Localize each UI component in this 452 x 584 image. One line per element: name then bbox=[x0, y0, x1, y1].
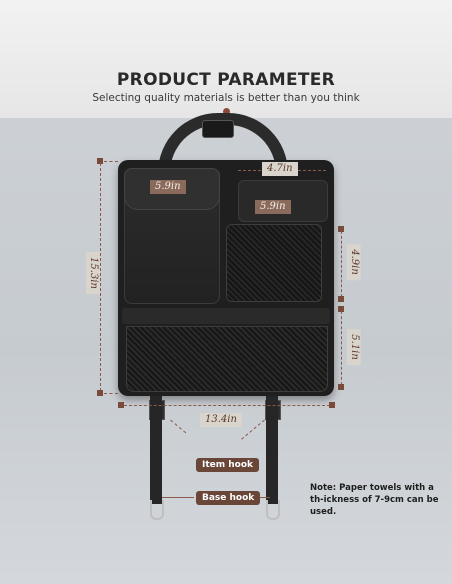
dim-bottom-top-dot bbox=[338, 306, 344, 312]
item-hook-leader-left bbox=[170, 419, 187, 434]
dim-mesh-top-dot bbox=[338, 226, 344, 232]
dim-mesh-label: 4.9in bbox=[346, 244, 361, 280]
right-mesh-pocket bbox=[226, 224, 322, 302]
base-hook-label: Base hook bbox=[196, 491, 261, 505]
dim-height-line bbox=[100, 163, 101, 391]
left-hook-icon bbox=[150, 500, 164, 520]
item-hook-label: Item hook bbox=[196, 458, 260, 472]
page-title: PRODUCT PARAMETER bbox=[116, 70, 336, 90]
usage-note: Note: Paper towels with a th-ickness of … bbox=[310, 483, 439, 517]
dim-height-guide-bottom bbox=[104, 393, 118, 394]
right-hook-icon bbox=[266, 500, 280, 520]
bottom-band bbox=[122, 308, 330, 324]
item-hook-leader-right bbox=[241, 419, 265, 440]
dim-height-top-dot bbox=[97, 158, 103, 164]
base-hook-leader-left bbox=[162, 497, 194, 498]
dim-bottom-line bbox=[341, 311, 342, 385]
header-marker-icon bbox=[223, 108, 230, 115]
bottom-mesh-pocket bbox=[126, 326, 328, 392]
right-bottom-strap bbox=[266, 396, 278, 504]
header-banner bbox=[0, 0, 452, 118]
dim-bottom-bottom-dot bbox=[338, 384, 344, 390]
dim-height-guide-top bbox=[104, 161, 118, 162]
dim-base-line bbox=[124, 405, 330, 406]
dim-base-label: 13.4in bbox=[200, 413, 242, 427]
dim-mesh-bottom-dot bbox=[338, 296, 344, 302]
dim-left-pocket-label: 5.9in bbox=[150, 180, 186, 194]
dim-top-right-pocket-label: 5.9in bbox=[255, 200, 291, 214]
page-subtitle: Selecting quality materials is better th… bbox=[92, 92, 360, 104]
buckle-icon bbox=[202, 120, 234, 138]
dim-base-left-dot bbox=[118, 402, 124, 408]
dim-height-label: 15.3in bbox=[85, 252, 100, 294]
left-bottom-strap bbox=[150, 396, 162, 504]
dim-bottom-label: 5.1in bbox=[346, 329, 361, 365]
dim-mesh-line bbox=[341, 231, 342, 297]
dim-base-right-dot bbox=[329, 402, 335, 408]
dim-top-right-label: 4.7in bbox=[262, 162, 298, 176]
dim-height-bottom-dot bbox=[97, 390, 103, 396]
